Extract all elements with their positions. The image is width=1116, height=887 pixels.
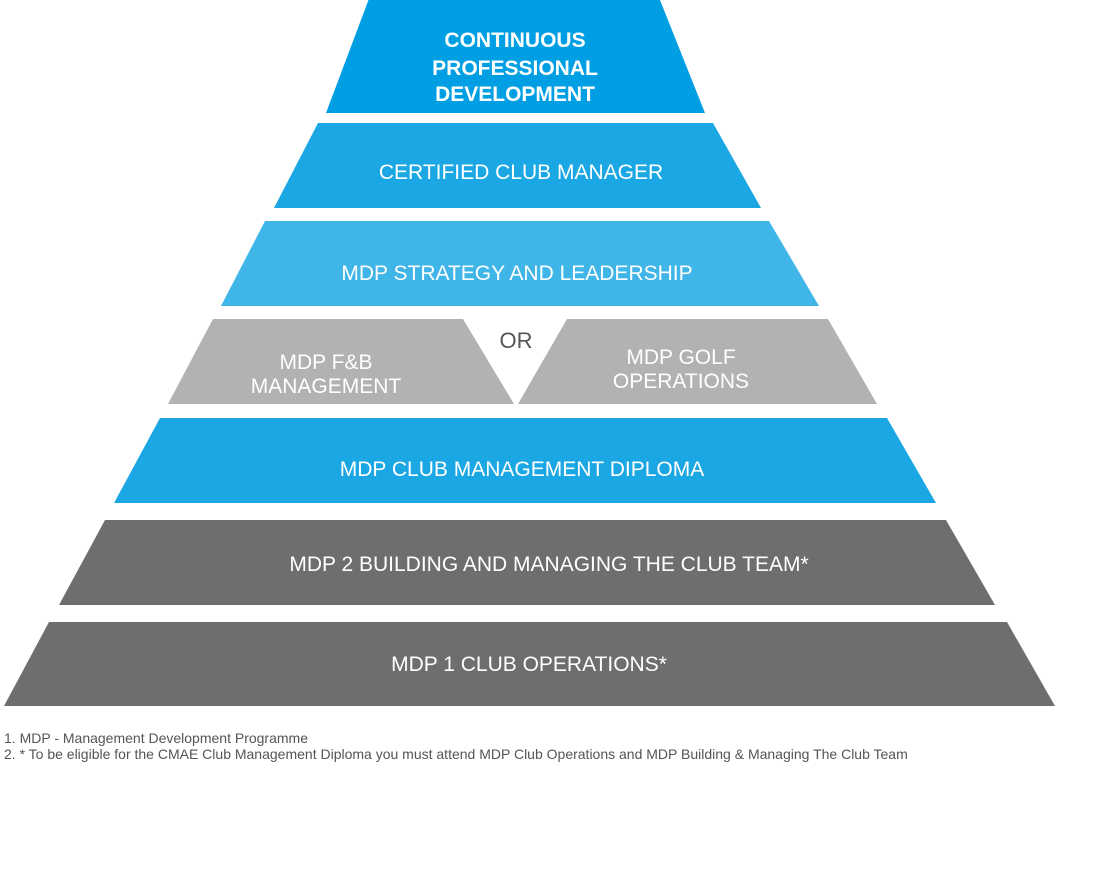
tier-label-mdp1: MDP 1 CLUB OPERATIONS* [391, 653, 667, 676]
tier-label-fnb: MANAGEMENT [251, 375, 402, 398]
footnote-mdp-definition: 1. MDP - Management Development Programm… [4, 730, 308, 746]
tier-ccm: CERTIFIED CLUB MANAGER [274, 123, 761, 208]
tier-shape-ccm [274, 123, 761, 208]
tier-label-ccm: CERTIFIED CLUB MANAGER [379, 161, 663, 184]
tier-label-cpd: PROFESSIONAL [432, 57, 598, 80]
tier-cpd: CONTINUOUS PROFESSIONAL DEVELOPMENT [326, 0, 705, 113]
pyramid-diagram: CONTINUOUS PROFESSIONAL DEVELOPMENT CERTIFI… [4, 0, 1055, 706]
footnotes: 1. MDP - Management Development Programm… [4, 730, 908, 762]
tier-label-fnb: MDP F&B [280, 351, 373, 374]
tier-label-diploma: MDP CLUB MANAGEMENT DIPLOMA [340, 458, 704, 481]
tier-shape-mdp2 [59, 520, 995, 605]
footnote-eligibility: 2. * To be eligible for the CMAE Club Ma… [4, 746, 908, 762]
tier-shape-strategy [221, 221, 819, 306]
tier-shape-diploma [114, 418, 936, 503]
tier-mdp1: MDP 1 CLUB OPERATIONS* [4, 622, 1055, 706]
tier-label-cpd: CONTINUOUS [444, 29, 585, 52]
tier-strategy: MDP STRATEGY AND LEADERSHIP [221, 221, 819, 306]
tier-shape-golf [518, 319, 877, 404]
tier-label-golf: MDP GOLF [626, 346, 735, 369]
tier-mdp2: MDP 2 BUILDING AND MANAGING THE CLUB TEA… [59, 520, 995, 605]
tier-shape-fnb [168, 319, 514, 404]
tier-label-strategy: MDP STRATEGY AND LEADERSHIP [341, 262, 692, 285]
tier-label-mdp2: MDP 2 BUILDING AND MANAGING THE CLUB TEA… [289, 553, 808, 576]
or-label: OR [500, 328, 533, 353]
tier-shape-mdp1 [4, 622, 1055, 706]
tier-label-golf: OPERATIONS [613, 370, 749, 393]
tier-shape-cpd [326, 0, 705, 113]
tier-label-cpd: DEVELOPMENT [435, 83, 595, 106]
tier-diploma: MDP CLUB MANAGEMENT DIPLOMA [114, 418, 936, 503]
